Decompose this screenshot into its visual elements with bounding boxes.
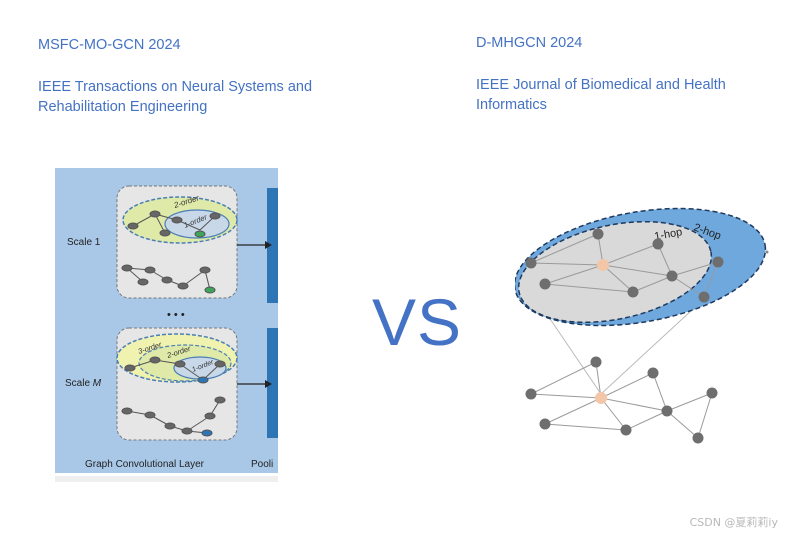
pooling-block-top bbox=[267, 188, 278, 303]
left-paper-title: MSFC-MO-GCN 2024 bbox=[38, 37, 181, 53]
upper-graph-nodes bbox=[525, 228, 724, 303]
scale-m-lower-graph bbox=[121, 396, 226, 437]
scale1-label: Scale 1 bbox=[67, 237, 101, 248]
scale1-upper-graph bbox=[127, 210, 221, 238]
right-paper-title: D-MHGCN 2024 bbox=[476, 35, 583, 51]
center-node-lower bbox=[595, 392, 607, 404]
left-architecture-figure: Scale 1 2-order 1-order • • • Scale M 3-… bbox=[55, 168, 278, 486]
lower-graph-nodes bbox=[525, 356, 718, 444]
scale-m-label: Scale M bbox=[65, 378, 102, 389]
scales-ellipsis: • • • bbox=[167, 309, 185, 321]
vs-separator: VS bbox=[372, 285, 463, 359]
hop1-region bbox=[517, 220, 713, 324]
right-paper-venue: IEEE Journal of Biomedical and Health In… bbox=[476, 77, 726, 113]
right-multihop-figure: 1-hop 2-hop bbox=[515, 172, 770, 467]
csdn-watermark: CSDN @夏莉莉iy bbox=[689, 516, 778, 529]
pooling-block-bottom bbox=[267, 328, 278, 438]
pool-caption: Pooli bbox=[251, 459, 273, 470]
scale1-lower-graph bbox=[121, 264, 216, 294]
scale-m-upper-graph bbox=[124, 356, 226, 384]
upper-graph-edges bbox=[530, 233, 719, 298]
gcl-caption: Graph Convolutional Layer bbox=[85, 459, 205, 470]
hop1-label: 1-hop bbox=[653, 226, 683, 243]
lower-graph-edges bbox=[530, 361, 713, 439]
left-paper-venue: IEEE Transactions on Neural Systems and … bbox=[38, 79, 313, 115]
center-node-upper bbox=[597, 259, 609, 271]
